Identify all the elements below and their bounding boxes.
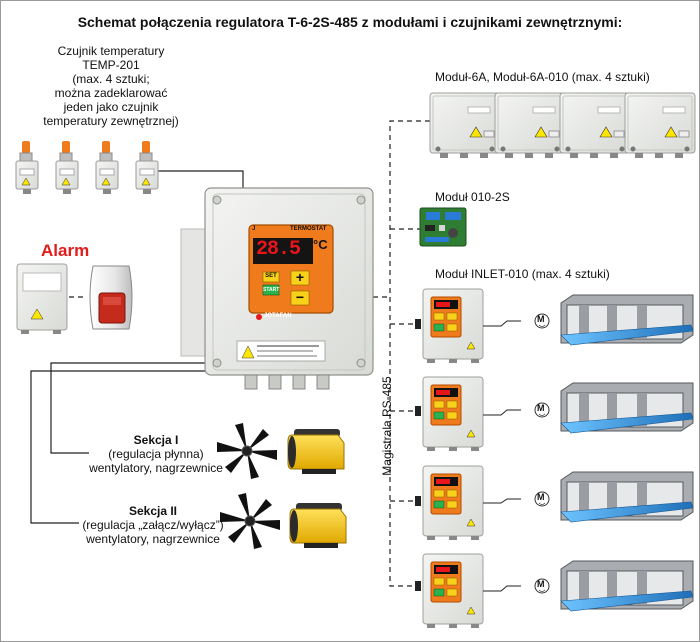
controller-brand: JOTAFAN	[264, 313, 292, 319]
module-010-2s-label: Moduł 010-2S	[435, 190, 510, 204]
inlet-row-2	[422, 376, 694, 452]
module-6a-2	[494, 92, 566, 159]
sensor-label-line: Czujnik temperatury	[57, 44, 165, 58]
module-6a-3	[559, 92, 631, 159]
sensor-wire	[161, 170, 244, 188]
section2-label: Sekcja II (regulacja „załącz/wyłącz”) we…	[73, 504, 233, 546]
sensor-label-line: (max. 4 sztuki;	[72, 72, 150, 86]
heater-section-2	[289, 502, 347, 549]
page-title: Schemat połączenia regulatora T-6-2S-485…	[77, 14, 623, 30]
section2-line: (regulacja „załącz/wyłącz”)	[82, 518, 224, 532]
section1-title: Sekcja I	[133, 433, 179, 447]
section1-line: wentylatory, nagrzewnice	[89, 461, 223, 475]
module-010-2s-board	[419, 207, 467, 247]
temperature-sensor-2	[55, 140, 79, 195]
inlet-row-3	[422, 465, 694, 541]
alarm-siren	[89, 265, 133, 330]
section1-line: (regulacja płynna)	[108, 447, 204, 461]
alarm-module	[16, 263, 68, 334]
module-6a-4	[624, 92, 696, 159]
controller-unit: °C	[313, 237, 328, 252]
sensor-label-line: można zadeklarować	[54, 86, 168, 100]
section1-wire	[50, 362, 205, 454]
inlet-row-1	[422, 288, 694, 364]
minus-button[interactable]: −	[295, 289, 305, 305]
module-6a-1	[429, 92, 501, 159]
section2-line: wentylatory, nagrzewnice	[86, 532, 220, 546]
motor-symbol: M	[537, 492, 545, 502]
controller-housing	[180, 187, 374, 390]
plus-button[interactable]: +	[295, 269, 305, 285]
set-button[interactable]: SET	[265, 273, 277, 279]
rs485-bus-label: Magistrala RS-485	[380, 376, 394, 476]
rs485-bus	[389, 120, 430, 587]
motor-symbol: M	[537, 579, 545, 589]
controller-name: TERMOSTAT	[290, 226, 327, 232]
alarm-label: Alarm	[41, 241, 90, 260]
motor-symbol: M	[537, 403, 545, 413]
controller-display: 28.5	[256, 238, 301, 261]
controller-logo-mark: J	[252, 226, 256, 232]
temperature-sensor-3	[95, 140, 119, 195]
section1-label: Sekcja I (regulacja płynna) wentylatory,…	[81, 433, 231, 475]
motor-symbol: M	[537, 314, 545, 324]
sensor-label: Czujnik temperatury TEMP-201 (max. 4 szt…	[21, 44, 201, 128]
temperature-sensor-4	[135, 140, 159, 195]
temperature-sensor-1	[15, 140, 39, 195]
heater-section-1	[287, 428, 345, 475]
module-6a-label: Moduł-6A, Moduł-6A-010 (max. 4 sztuki)	[435, 70, 650, 84]
start-button[interactable]: START	[263, 287, 280, 293]
sensor-label-line: temperatury zewnętrznej)	[43, 114, 179, 128]
sensor-label-line: TEMP-201	[82, 58, 140, 72]
section2-title: Sekcja II	[128, 504, 178, 518]
inlet-row-4	[422, 553, 694, 629]
sensor-label-line: jeden jako czujnik	[63, 100, 159, 114]
section2-wire	[30, 370, 205, 524]
inlet-label: Moduł INLET-010 (max. 4 sztuki)	[435, 267, 610, 281]
